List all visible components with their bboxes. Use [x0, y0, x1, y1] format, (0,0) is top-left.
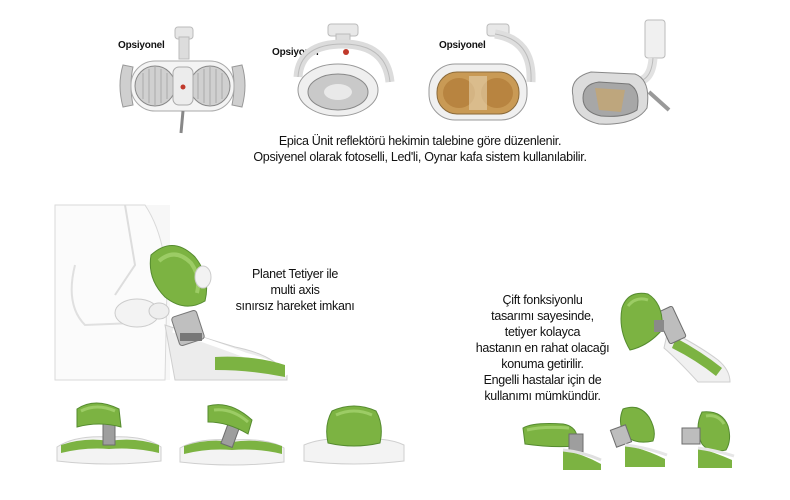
doctor-adjusting-headrest-image	[54, 204, 289, 381]
dual-function-description-line: hastanın en rahat olacağı	[475, 341, 610, 355]
planet-headrest-description-line: sınırsız hareket imkanı	[235, 299, 355, 313]
lamp-option-label-3: Opsiyonel	[439, 40, 486, 51]
planet-headrest-description-line: Planet Tetiyer ile	[251, 267, 339, 281]
dual-function-headrest-side-image	[620, 292, 731, 383]
headrest-angle-1-image	[56, 402, 162, 465]
dual-function-description-line: tasarımı sayesinde,	[491, 309, 594, 323]
dual-function-headrest-description: Çift fonksiyonlu tasarımı sayesinde, tet…	[455, 292, 630, 404]
lamp-option-label-1: Opsiyonel	[118, 40, 165, 51]
lamp-option-label-2: Opsiyonel	[272, 47, 319, 58]
dual-function-description-line: tetiyer kolayca	[504, 325, 581, 339]
dual-function-description-line: Çift fonksiyonlu	[502, 293, 583, 307]
rotating-head-lamp-image	[571, 19, 671, 125]
lamp-description-line: Opsiyenel olarak fotoselli, Led'li, Oyna…	[253, 150, 587, 164]
planet-headrest-description: Planet Tetiyer ile multi axis sınırsız h…	[215, 266, 375, 314]
led-reflector-lamp-image	[428, 23, 536, 121]
headrest-angle-2-image	[179, 404, 285, 466]
headrest-upright-position-image	[681, 411, 735, 468]
arched-reflector-lamp-image	[293, 23, 395, 117]
lamp-description: Epica Ünit reflektörü hekimin talebine g…	[210, 133, 630, 165]
headrest-flat-position-image	[522, 423, 602, 470]
dual-function-description-line: konuma getirilir.	[501, 357, 584, 371]
planet-headrest-description-line: multi axis	[270, 283, 320, 297]
twin-reflector-lamp-image	[119, 26, 246, 134]
dual-function-description-line: Engelli hastalar için de	[483, 373, 602, 387]
headrest-raised-position-image	[609, 406, 668, 467]
lamp-description-line: Epica Ünit reflektörü hekimin talebine g…	[278, 134, 562, 148]
dual-function-description-line: kullanımı mümkündür.	[484, 389, 601, 403]
headrest-angle-3-image	[303, 405, 405, 465]
